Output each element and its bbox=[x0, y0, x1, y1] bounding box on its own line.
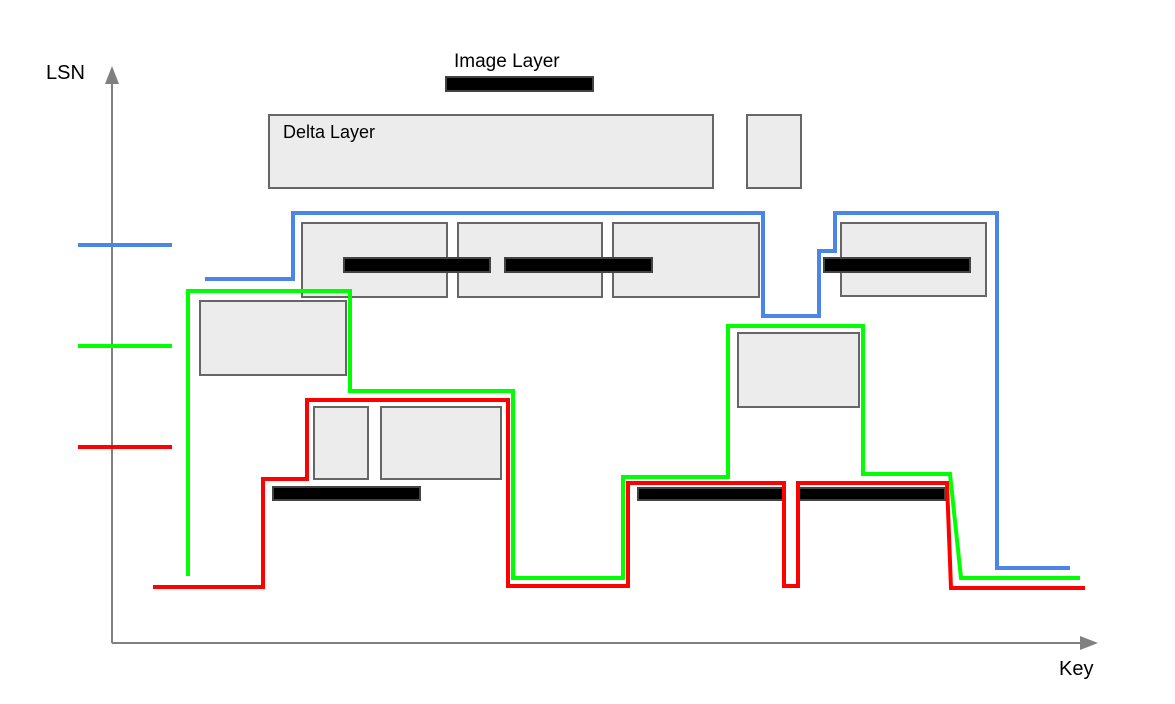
image-layer-legend-bar bbox=[445, 76, 594, 92]
delta-layer-box-8 bbox=[737, 332, 860, 408]
delta-layer-box-2 bbox=[746, 114, 802, 189]
image-layer-bar-2 bbox=[343, 257, 491, 273]
image-layer-bar-3 bbox=[504, 257, 653, 273]
image-layer-bar-4 bbox=[823, 257, 971, 273]
green-timeline-line bbox=[186, 289, 1080, 580]
red-timeline-line bbox=[153, 398, 1085, 590]
y-axis-arrow-icon bbox=[105, 66, 119, 84]
delta-layer-box-10 bbox=[380, 406, 502, 480]
x-axis-arrow-icon bbox=[1080, 636, 1098, 650]
delta-layer-label: Delta Layer bbox=[283, 122, 376, 142]
delta-layer-box-9 bbox=[313, 406, 369, 480]
image-layer-bar-6 bbox=[637, 487, 784, 501]
image-layer-bar-5 bbox=[272, 486, 421, 501]
key-axis-label: Key bbox=[1059, 658, 1094, 680]
delta-layer-box-7 bbox=[199, 300, 347, 376]
blue-timeline-line bbox=[205, 211, 1070, 570]
lsn-axis-label: LSN bbox=[46, 62, 85, 84]
delta-layer-legend-box bbox=[268, 114, 714, 189]
image-layer-bar-7 bbox=[798, 487, 946, 501]
delta-layer-box-5 bbox=[612, 222, 760, 298]
image-layer-legend-label: Image Layer bbox=[454, 51, 560, 72]
